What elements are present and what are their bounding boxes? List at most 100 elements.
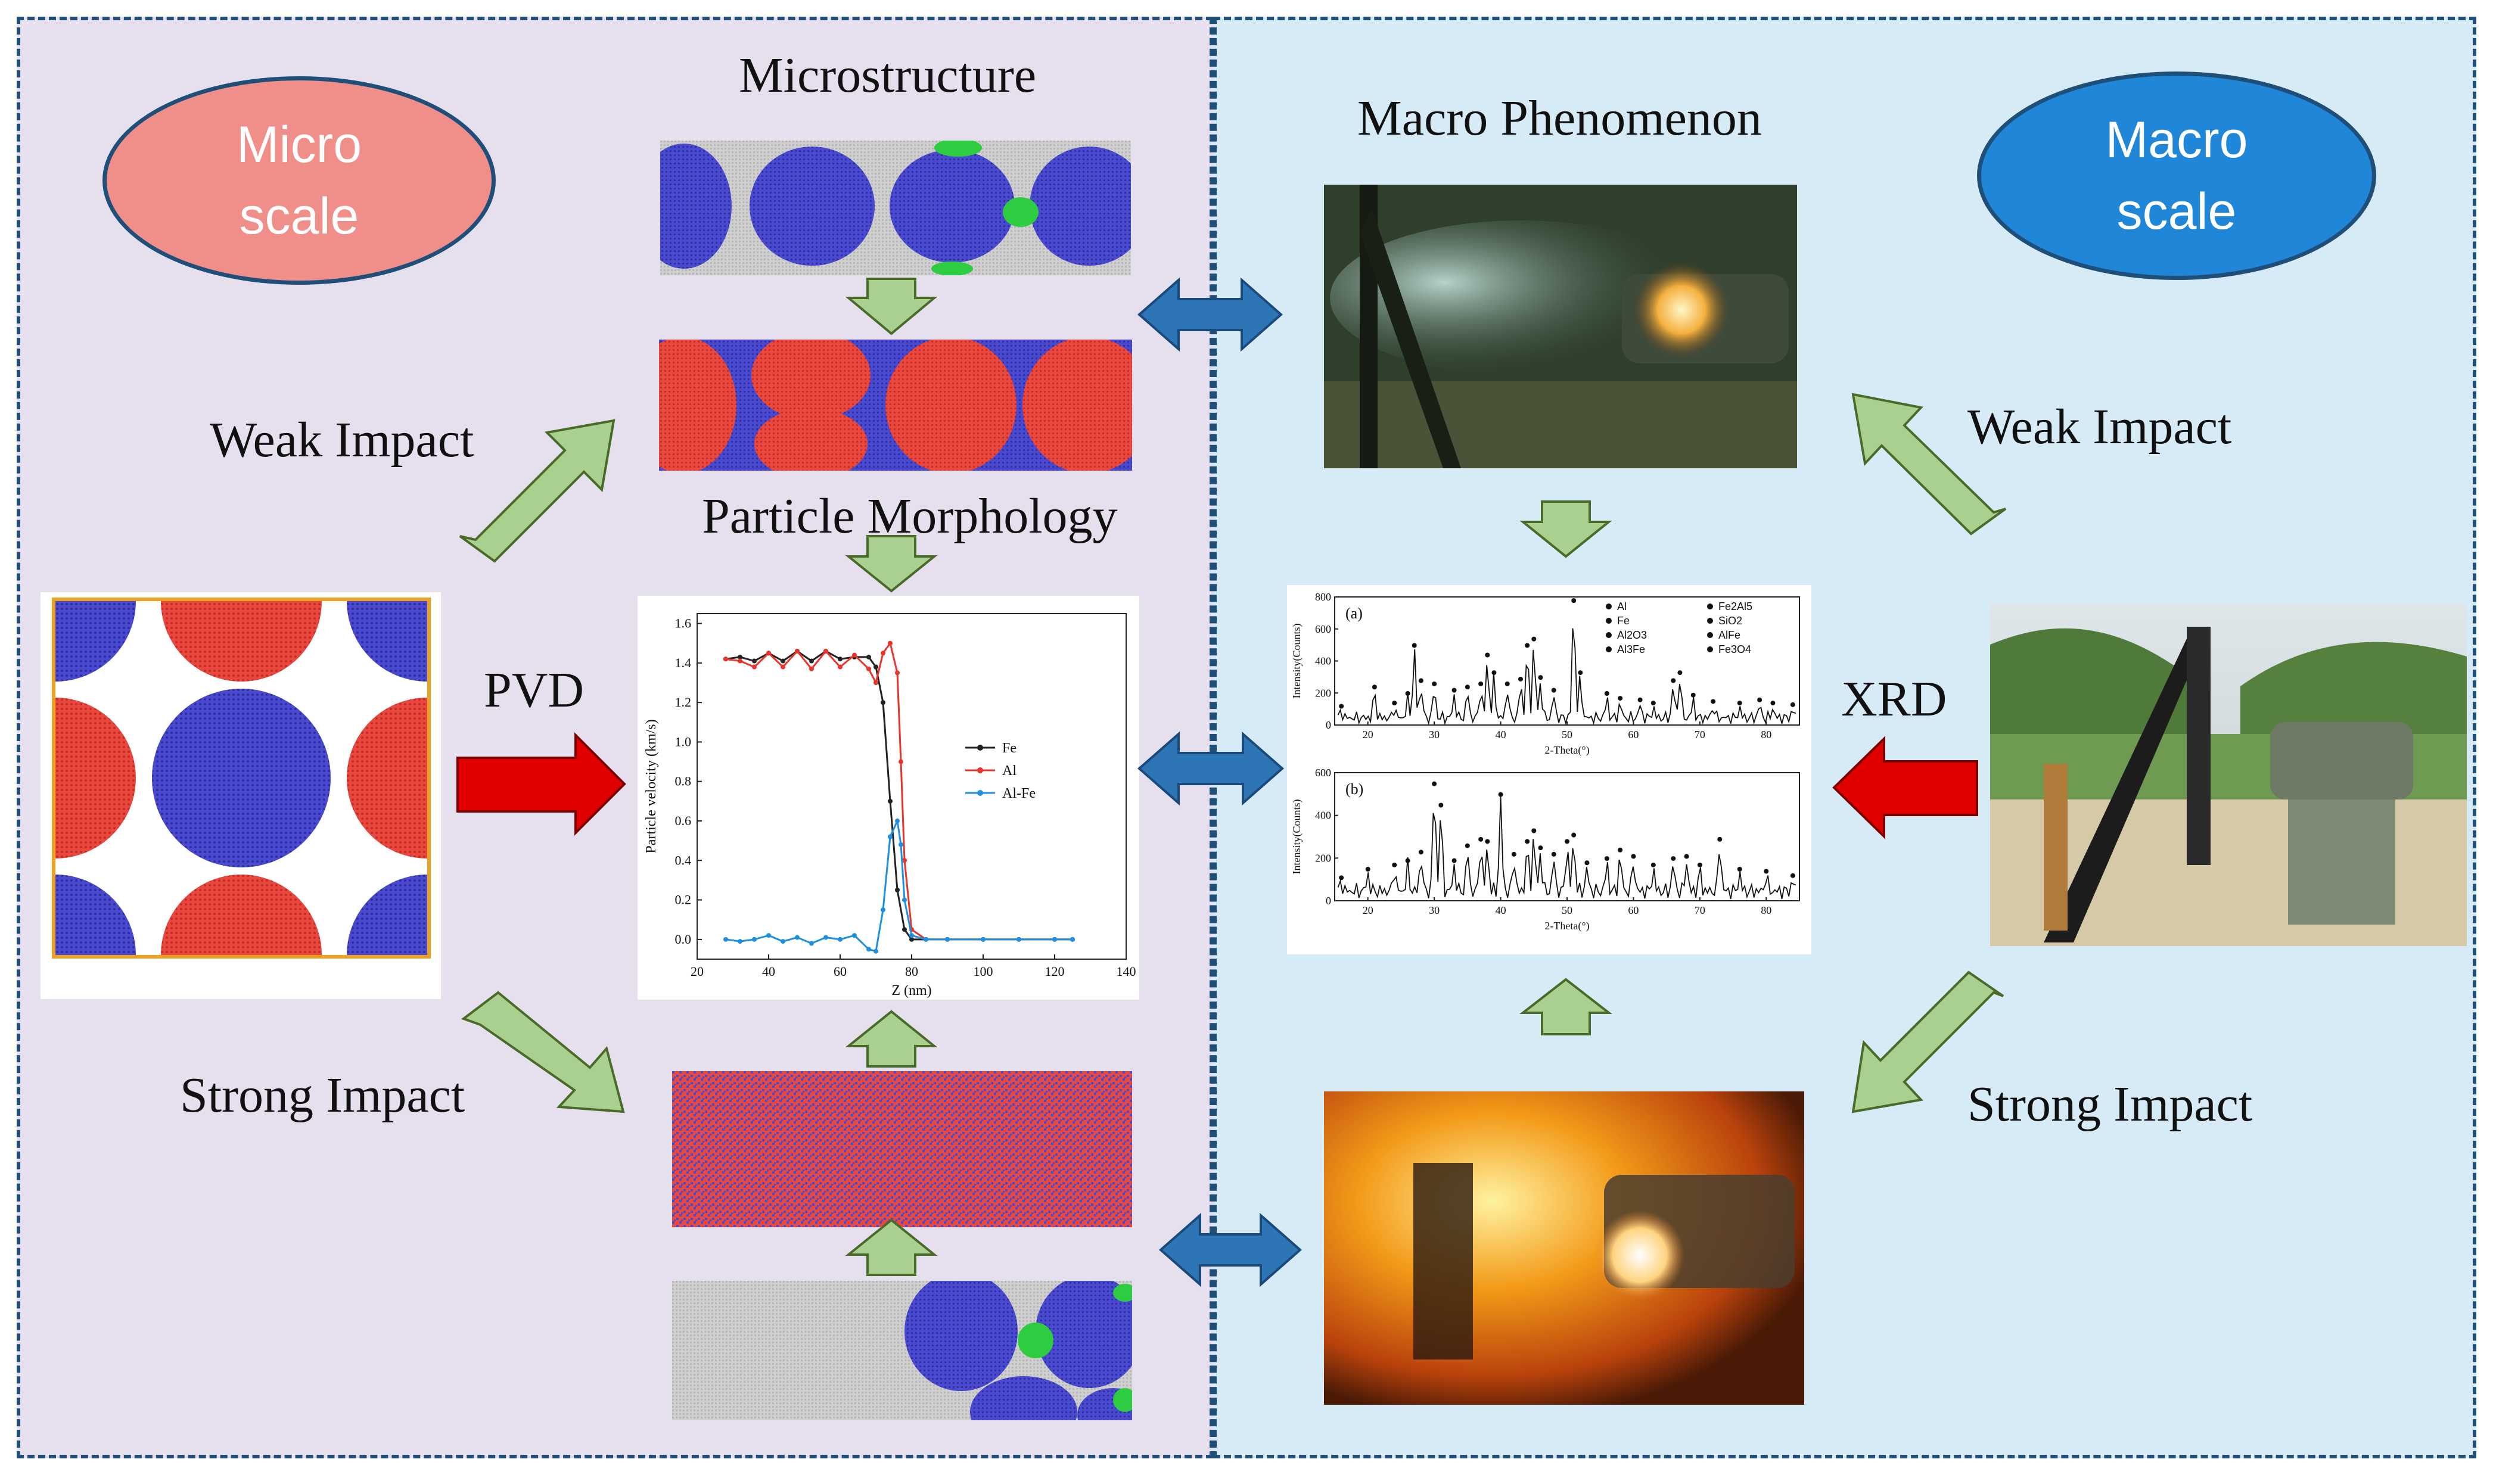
series-line-Al-Fe — [725, 817, 1073, 953]
xrd-peak-marker — [1485, 839, 1490, 844]
xrd-peak-marker — [1525, 643, 1530, 648]
data-point — [752, 937, 757, 942]
xrd-label: XRD — [1841, 671, 1947, 727]
xrd-peak-marker — [1604, 856, 1609, 861]
data-point — [738, 939, 742, 944]
data-point — [866, 666, 871, 671]
data-point — [874, 664, 878, 670]
data-point — [888, 834, 893, 839]
y-tick-label: 0.6 — [675, 813, 692, 828]
xrd-x-tick-label: 30 — [1429, 904, 1440, 916]
xrd-peak-marker — [1412, 643, 1417, 648]
xrd-peak-marker — [1405, 858, 1410, 863]
x-tick-label: 80 — [905, 964, 918, 979]
microstructure-title: Microstructure — [739, 48, 1037, 103]
xrd-peak-marker — [1717, 836, 1723, 842]
xrd-y-tick-label: 400 — [1315, 655, 1331, 667]
xrd-legend-marker — [1606, 603, 1612, 609]
xrd-x-tick-label: 80 — [1761, 729, 1771, 741]
weak-impact-label-left: Weak Impact — [210, 412, 474, 468]
xrd-peak-marker — [1684, 854, 1689, 859]
xrd-peak-marker — [1690, 692, 1696, 698]
xrd-peak-marker — [1571, 832, 1577, 838]
data-point — [766, 933, 771, 938]
data-point — [909, 933, 914, 938]
field-test-photo — [1990, 603, 2467, 946]
xrd-peak-marker — [1737, 867, 1742, 872]
xrd-y-tick-label: 400 — [1315, 810, 1331, 822]
arrow-xrd — [1832, 736, 1978, 839]
weak-impact-label-right: Weak Impact — [1967, 399, 2232, 455]
data-point — [809, 666, 814, 671]
data-point — [888, 640, 893, 646]
xrd-peak-marker — [1432, 681, 1437, 686]
xrd-peak-marker — [1671, 856, 1676, 861]
micro-scale-ellipse: Micro scale — [102, 76, 496, 285]
data-point — [874, 680, 878, 685]
arrow-weak-impact-left — [459, 419, 616, 563]
xrd-peak-marker — [1650, 862, 1656, 867]
data-point — [909, 937, 914, 942]
double-arrow-top — [1137, 277, 1283, 352]
x-tick-label: 60 — [834, 964, 847, 979]
xrd-peak-marker — [1339, 875, 1344, 881]
double-arrow-middle — [1137, 731, 1285, 806]
xrd-legend-label: AlFe — [1718, 629, 1740, 641]
arrow-down-microstructure — [845, 278, 938, 335]
arrow-down-macro — [1519, 500, 1612, 558]
xrd-peak-marker — [1565, 839, 1569, 844]
y-tick-label: 1.6 — [675, 616, 692, 631]
xrd-legend-marker — [1606, 618, 1612, 624]
data-point — [809, 658, 814, 664]
xrd-peak-marker — [1551, 687, 1556, 693]
xrd-legend-label: Al — [1617, 601, 1627, 612]
xrd-peak-marker — [1432, 781, 1437, 786]
xrd-legend-label: Fe — [1617, 615, 1630, 627]
pvd-lattice-image — [41, 592, 441, 999]
data-point — [866, 654, 871, 659]
microstructure-bottom-image — [672, 1281, 1132, 1420]
legend-label: Fe — [1002, 741, 1017, 756]
xrd-spectrum-0 — [1337, 628, 1796, 726]
data-point — [781, 939, 785, 944]
xrd-legend-marker — [1707, 632, 1713, 638]
xrd-peak-marker — [1671, 678, 1676, 683]
xrd-x-tick-label: 20 — [1363, 729, 1373, 741]
xrd-peak-marker — [1538, 675, 1543, 680]
xrd-peak-marker — [1637, 697, 1643, 702]
macro-scale-ellipse: Macro scale — [1977, 71, 2376, 280]
xrd-peak-marker — [1478, 836, 1484, 842]
xrd-panel-label: (a) — [1345, 605, 1363, 622]
xrd-peak-marker — [1451, 858, 1457, 863]
xrd-peak-marker — [1770, 701, 1776, 706]
data-point — [924, 937, 928, 942]
x-axis-label: Z (nm) — [891, 983, 931, 998]
xrd-peak-marker — [1790, 702, 1795, 707]
xrd-x-tick-label: 30 — [1429, 729, 1440, 741]
data-point — [723, 937, 728, 942]
legend-label: Al-Fe — [1002, 786, 1036, 801]
data-point — [945, 937, 950, 942]
xrd-peak-marker — [1451, 687, 1457, 693]
data-point — [866, 947, 871, 952]
xrd-y-tick-label: 0 — [1326, 719, 1331, 731]
xrd-panel-label: (b) — [1345, 780, 1363, 798]
data-point — [902, 897, 907, 903]
xrd-x-tick-label: 60 — [1628, 904, 1639, 916]
xrd-peak-marker — [1392, 701, 1397, 706]
xrd-legend-marker — [1707, 618, 1713, 624]
xrd-legend-marker — [1707, 646, 1713, 652]
data-point — [838, 664, 843, 670]
data-point — [809, 941, 814, 946]
arrow-up-bottom — [845, 1218, 938, 1276]
pvd-label: PVD — [484, 662, 585, 718]
xrd-y-tick-label: 600 — [1315, 623, 1331, 635]
xrd-peak-marker — [1511, 851, 1516, 857]
xrd-peak-marker — [1618, 696, 1623, 701]
data-point — [899, 759, 903, 764]
data-point — [1052, 937, 1057, 942]
xrd-legend-label: Al3Fe — [1617, 643, 1645, 655]
microstructure-mixed-image — [672, 1071, 1132, 1227]
xrd-legend-label: Fe2Al5 — [1718, 601, 1752, 612]
